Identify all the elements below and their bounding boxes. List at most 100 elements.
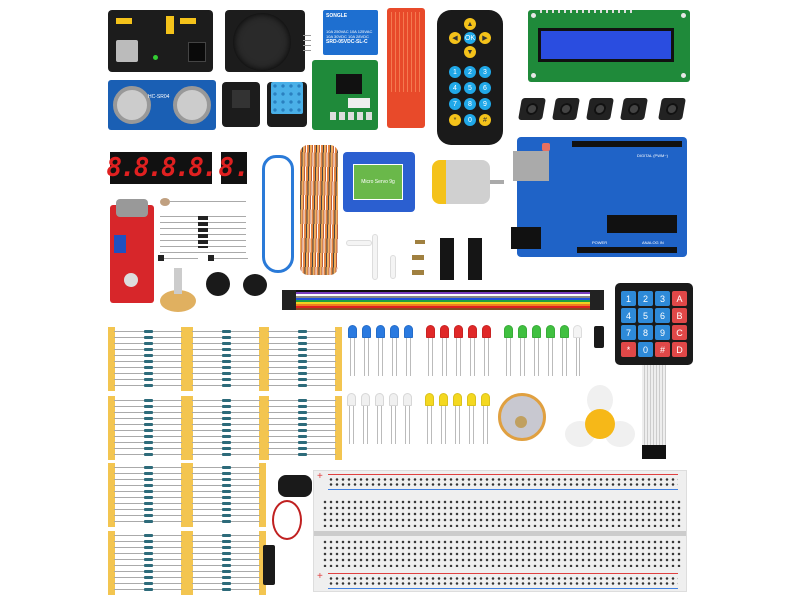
remote-key[interactable]: 2 xyxy=(464,66,476,78)
joystick-module xyxy=(225,10,311,72)
remote-right-button[interactable]: ▶ xyxy=(479,32,491,44)
lcd-screen xyxy=(538,28,674,62)
remote-key[interactable]: 6 xyxy=(479,82,491,94)
uno-board: DIGITAL (PWM~) POWER ANALOG IN xyxy=(511,137,687,257)
resistor-pack xyxy=(262,396,342,460)
relay-module: SONGLE 10A 250VAC 10A 125VAC 10A 30VDC 1… xyxy=(323,10,378,55)
trimpot-icon xyxy=(114,235,126,253)
remote-key[interactable]: # xyxy=(479,114,491,126)
remote-left-button[interactable]: ◀ xyxy=(449,32,461,44)
membrane-keypad: 1 2 3 A 4 5 6 B 7 8 9 C * 0 # D xyxy=(615,283,693,365)
keypad-key[interactable]: 0 xyxy=(638,342,653,357)
header-icon xyxy=(166,16,174,34)
fan-hub xyxy=(585,409,615,439)
remote-key[interactable]: 0 xyxy=(464,114,476,126)
keypad-key[interactable]: C xyxy=(672,325,687,340)
ribbon-cable xyxy=(282,290,604,310)
led xyxy=(389,393,398,445)
tact-switch xyxy=(620,98,648,120)
plus-rail-mark: + xyxy=(317,571,323,582)
jumper-wires-bundle xyxy=(300,145,338,275)
remote-key[interactable]: 3 xyxy=(479,66,491,78)
led xyxy=(403,393,412,445)
led xyxy=(546,325,555,377)
digital-label: DIGITAL (PWM~) xyxy=(637,153,668,158)
keypad-key[interactable]: 6 xyxy=(655,308,670,323)
header-analog xyxy=(577,247,677,253)
sound-sensor-module xyxy=(110,199,154,303)
dht11-sensor xyxy=(267,82,307,127)
keypad-key[interactable]: 2 xyxy=(638,291,653,306)
led xyxy=(560,325,569,377)
keypad-key[interactable]: 5 xyxy=(638,308,653,323)
screw xyxy=(412,270,424,275)
atmega-chip-icon xyxy=(607,215,677,233)
remote-up-button[interactable]: ▲ xyxy=(464,18,476,30)
led xyxy=(532,325,541,377)
mount-hole xyxy=(124,273,138,287)
tilt-switch xyxy=(594,326,604,348)
ic-chip xyxy=(440,238,454,280)
servo-horn xyxy=(390,255,396,279)
remote-key[interactable]: 1 xyxy=(449,66,461,78)
dc-jack-icon xyxy=(188,42,206,62)
fan-propeller xyxy=(565,385,635,455)
led xyxy=(375,393,384,445)
led xyxy=(425,393,434,445)
ultrasonic-sensor: HC-SR04 xyxy=(108,80,216,130)
keypad-key[interactable]: 7 xyxy=(621,325,636,340)
stepper-driver-board xyxy=(312,60,378,130)
relay-model: SRD-05VDC-SL-C xyxy=(326,39,368,45)
remote-key[interactable]: 8 xyxy=(464,98,476,110)
usb-port-icon xyxy=(116,40,138,62)
keypad-key[interactable]: 9 xyxy=(655,325,670,340)
led xyxy=(504,325,513,377)
remote-key[interactable]: 4 xyxy=(449,82,461,94)
led-icon xyxy=(153,55,158,60)
micro-servo: Micro Servo 9g xyxy=(343,152,415,212)
transistor xyxy=(208,255,248,261)
resistor-pack xyxy=(108,531,188,595)
buzzer xyxy=(243,274,267,296)
breadboard: + + xyxy=(313,470,687,592)
keypad-key[interactable]: # xyxy=(655,342,670,357)
remote-key[interactable]: 9 xyxy=(479,98,491,110)
remote-key[interactable]: 5 xyxy=(464,82,476,94)
usb-b-port-icon xyxy=(513,151,549,181)
usb-cable xyxy=(262,155,294,273)
resistor-pack xyxy=(186,463,266,527)
remote-key[interactable]: 7 xyxy=(449,98,461,110)
tact-switch xyxy=(552,98,580,120)
keypad-key[interactable]: 8 xyxy=(638,325,653,340)
led xyxy=(362,325,371,377)
keypad-key[interactable]: * xyxy=(621,342,636,357)
remote-key[interactable]: * xyxy=(449,114,461,126)
keypad-key[interactable]: 3 xyxy=(655,291,670,306)
dc-plug-icon xyxy=(263,545,275,585)
keypad-ribbon xyxy=(642,365,666,445)
led xyxy=(453,393,462,445)
photoresistor xyxy=(160,198,246,206)
remote-down-button[interactable]: ▼ xyxy=(464,46,476,58)
dc-jack-icon xyxy=(511,227,541,249)
led xyxy=(361,393,370,445)
keypad-key[interactable]: 1 xyxy=(621,291,636,306)
keypad-key[interactable]: 4 xyxy=(621,308,636,323)
ultrasonic-label: HC-SR04 xyxy=(148,94,170,100)
transducer-icon xyxy=(173,86,211,124)
keypad-key[interactable]: B xyxy=(672,308,687,323)
led xyxy=(440,325,449,377)
led xyxy=(439,393,448,445)
resistor-pack xyxy=(186,531,266,595)
servo-horn xyxy=(346,240,372,246)
keypad-key[interactable]: D xyxy=(672,342,687,357)
transistor xyxy=(158,255,198,261)
remote-ok-button[interactable]: OK xyxy=(464,32,476,44)
led xyxy=(481,393,490,445)
keypad-key[interactable]: A xyxy=(672,291,687,306)
led xyxy=(376,325,385,377)
led xyxy=(347,393,356,445)
servo-horn xyxy=(372,234,378,280)
dc-motor xyxy=(432,160,490,204)
resistor-pack xyxy=(262,327,342,391)
